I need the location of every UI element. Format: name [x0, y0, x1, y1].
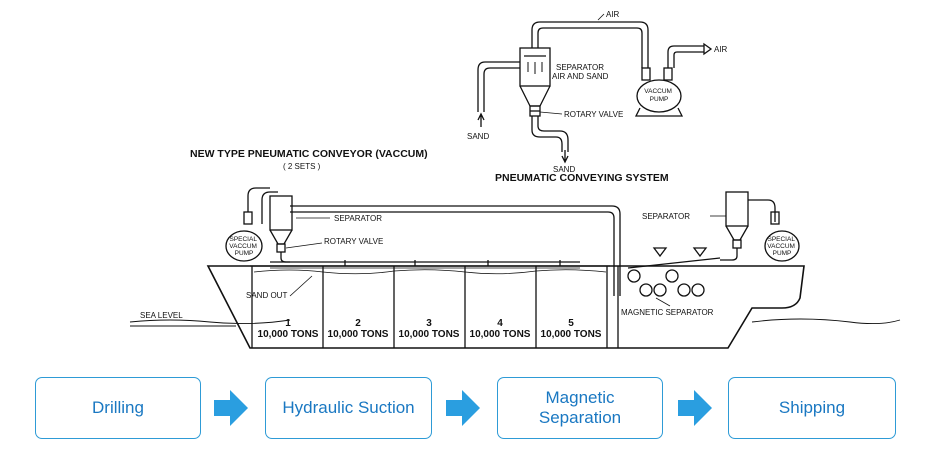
- arrow-right-icon: [446, 390, 480, 426]
- conveyor-title: NEW TYPE PNEUMATIC CONVEYOR (VACCUM): [190, 148, 428, 160]
- rotary-valve-label-top: ROTARY VALVE: [564, 110, 623, 119]
- hold-3-number: 3: [426, 318, 432, 329]
- special-pump-left-label: SPECIAL VACCUM PUMP: [229, 236, 259, 257]
- hold-5-number: 5: [568, 318, 574, 329]
- step-magnetic-separation: Magnetic Separation: [497, 377, 663, 439]
- vacuum-pump-label: VACCUM PUMP: [644, 88, 674, 103]
- ship-rotary-valve-label: ROTARY VALVE: [324, 237, 383, 246]
- arrow-right-icon: [214, 390, 248, 426]
- conveyor-subtitle: ( 2 SETS ): [283, 162, 321, 171]
- process-diagram: AIR AIR SEPARATOR AIR AND SAND VACCUM PU…: [129, 10, 901, 349]
- vacuum-pump-line1: VACCUM: [644, 88, 672, 95]
- separator-air-sand-line1: SEPARATOR: [556, 63, 604, 72]
- special-pump-right-label: SPECIAL VACCUM PUMP: [767, 236, 797, 257]
- special-pump-left-line3: PUMP: [235, 250, 254, 257]
- special-pump-right-line3: PUMP: [773, 250, 792, 257]
- ship-separator-right-label: SEPARATOR: [642, 212, 690, 221]
- hold-1-number: 1: [285, 318, 291, 329]
- step-drilling-label: Drilling: [92, 398, 144, 417]
- step-magnetic-separation-label: Magnetic Separation: [538, 388, 622, 427]
- arrow-right-icon: [678, 390, 712, 426]
- separator-air-sand-label: SEPARATOR AIR AND SAND: [552, 63, 609, 81]
- step-hydraulic-suction-label: Hydraulic Suction: [282, 398, 415, 417]
- special-pump-right-line1: SPECIAL: [767, 236, 795, 243]
- hold-2-capacity: 10,000 TONS: [328, 329, 389, 340]
- special-pump-right-line2: VACCUM: [767, 243, 795, 250]
- pneumatic-system-title: PNEUMATIC CONVEYING SYSTEM: [495, 172, 669, 184]
- step-shipping-label: Shipping: [778, 398, 846, 417]
- ship-sand-out-label: SAND OUT: [246, 291, 287, 300]
- step-shipping: Shipping: [728, 377, 896, 439]
- sand-out-label-top: SAND: [553, 165, 575, 174]
- ship-separator-left-label: SEPARATOR: [334, 214, 382, 223]
- hold-5-capacity: 10,000 TONS: [541, 329, 602, 340]
- air-label-top: AIR: [606, 10, 620, 19]
- step-drilling: Drilling: [35, 377, 201, 439]
- separator-air-sand-line2: AIR AND SAND: [552, 72, 609, 81]
- hold-3-capacity: 10,000 TONS: [399, 329, 460, 340]
- special-pump-left-line2: VACCUM: [229, 243, 257, 250]
- step-hydraulic-suction: Hydraulic Suction: [265, 377, 432, 439]
- hold-4-capacity: 10,000 TONS: [470, 329, 531, 340]
- magnetic-separator-label: MAGNETIC SEPARATOR: [621, 308, 714, 317]
- cargo-holds: 1 10,000 TONS 2 10,000 TONS 3 10,000 TON…: [258, 318, 602, 340]
- special-pump-left-line1: SPECIAL: [229, 236, 257, 243]
- hold-4-number: 4: [497, 318, 503, 329]
- air-out-label: AIR: [714, 45, 728, 54]
- vacuum-pump-line2: PUMP: [650, 96, 669, 103]
- sand-in-label: SAND: [467, 132, 489, 141]
- hold-2-number: 2: [355, 318, 361, 329]
- sea-level-label: SEA LEVEL: [140, 311, 183, 320]
- hold-1-capacity: 10,000 TONS: [258, 329, 319, 340]
